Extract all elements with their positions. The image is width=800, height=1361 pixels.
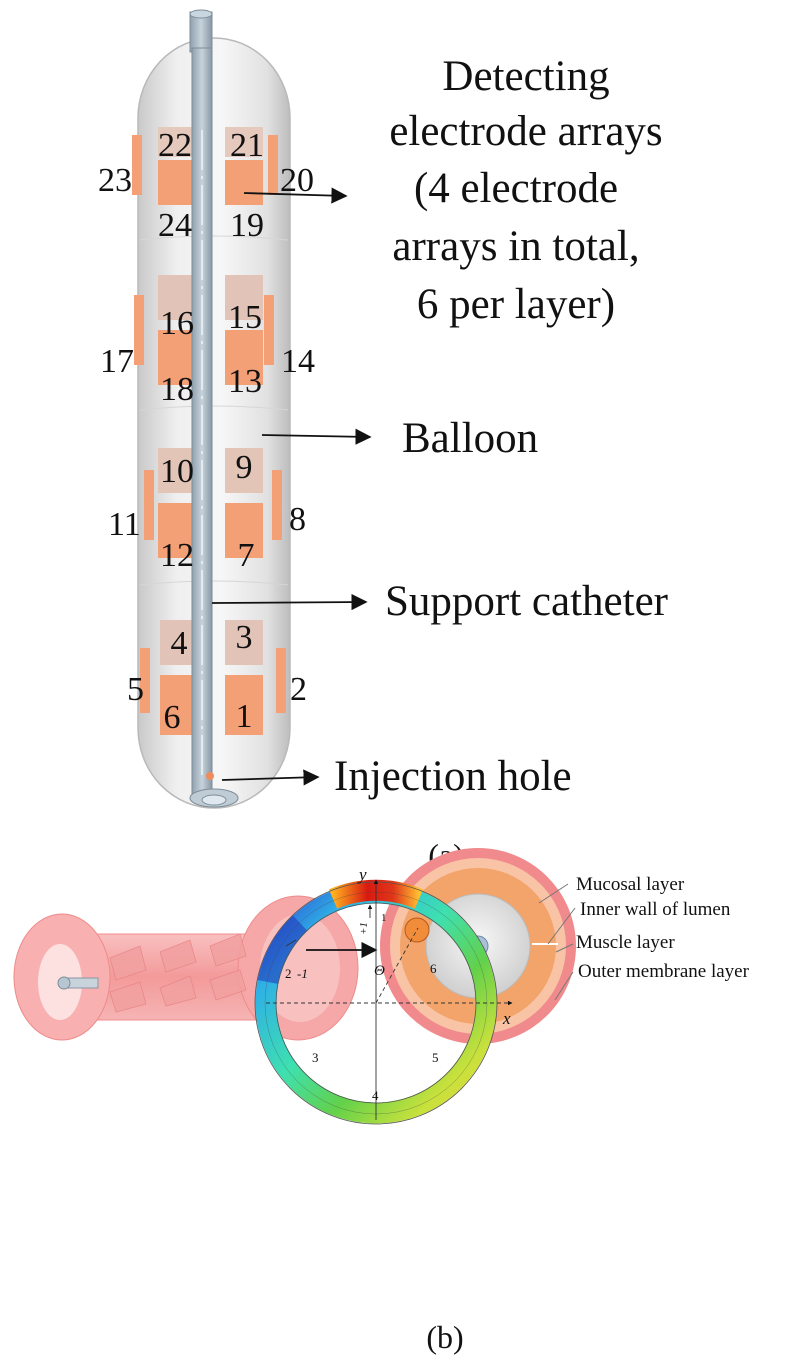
position-6: 6 (430, 961, 437, 976)
electrode-number: 15 (228, 299, 262, 336)
electrode-number: 14 (281, 343, 315, 380)
electrode-number: 9 (236, 449, 253, 486)
position-1: 1 (381, 912, 387, 924)
callout-labels: Detecting electrode arrays (4 electrode … (334, 53, 668, 800)
electrode-number: 22 (158, 127, 192, 164)
mucosal-layer-label: Mucosal layer (576, 874, 685, 895)
position-2: 2 (285, 966, 292, 981)
catheter-top-cap (189, 9, 213, 19)
electrode-number: 21 (230, 127, 264, 164)
plus-one-label: +1 (358, 922, 370, 935)
electrode-number: 18 (160, 371, 194, 408)
electrode-number: 23 (98, 162, 132, 199)
electrode-number: 20 (280, 162, 314, 199)
layer-labels: Mucosal layer Inner wall of lumen Muscle… (576, 874, 750, 982)
electrode-number: 2 (290, 671, 307, 708)
electrode-number: 12 (160, 537, 194, 574)
inner-wall-label: Inner wall of lumen (580, 899, 731, 920)
x-axis-label: x (502, 1009, 511, 1028)
minus-one-label: -1 (297, 966, 308, 981)
layer-leaders (538, 883, 576, 1001)
electrode-number: 8 (289, 501, 306, 538)
electrode-number: 3 (236, 619, 253, 656)
electrode-number: 13 (228, 363, 262, 400)
electrode-number: 10 (160, 453, 194, 490)
balloon-body (137, 37, 291, 809)
electrode-number: 17 (100, 343, 134, 380)
injection-hole-label: Injection hole (334, 753, 572, 800)
electrode-number: 5 (127, 671, 144, 708)
figure-a: 1 2 3 4 5 6 7 8 9 10 11 12 13 14 15 16 1… (98, 9, 668, 873)
electrode-pads (132, 127, 286, 735)
balloon-bands (139, 235, 289, 586)
electrode-number: 16 (160, 305, 194, 342)
balloon-label: Balloon (402, 415, 538, 462)
detecting-label-line1: Detecting (442, 53, 609, 100)
electrode-number: 6 (164, 699, 181, 736)
caption-b: (b) (426, 1319, 463, 1355)
position-3: 3 (312, 1050, 319, 1065)
position-5: 5 (432, 1050, 439, 1065)
simulation-ring: y x Θ +1 -1 1 2 3 4 5 6 (254, 865, 513, 1125)
support-catheter-label: Support catheter (385, 578, 668, 625)
electrode-number: 4 (171, 625, 188, 662)
electrode-number: 19 (230, 207, 264, 244)
position-4: 4 (372, 1088, 379, 1103)
figure-b: Mucosal layer Inner wall of lumen Muscle… (13, 848, 750, 1355)
electrode-number: 7 (238, 537, 255, 574)
y-axis-label: y (357, 865, 367, 884)
injection-hole-dot (206, 772, 214, 780)
electrode-number: 1 (236, 698, 253, 735)
electrode-numbers: 1 2 3 4 5 6 7 8 9 10 11 12 13 14 15 16 1… (98, 127, 315, 736)
outer-membrane-label: Outer membrane layer (578, 961, 750, 982)
muscle-layer-label: Muscle layer (576, 932, 675, 953)
detecting-label-line3: (4 electrode (414, 165, 618, 212)
detecting-label-line5: 6 per layer) (417, 281, 615, 328)
detecting-label-line2: electrode arrays (389, 108, 662, 155)
callout-arrows (211, 187, 372, 786)
theta-label: Θ (374, 963, 385, 979)
detecting-label-line4: arrays in total, (392, 223, 639, 270)
electrode-number: 11 (108, 506, 141, 543)
electrode-number: 24 (158, 207, 192, 244)
